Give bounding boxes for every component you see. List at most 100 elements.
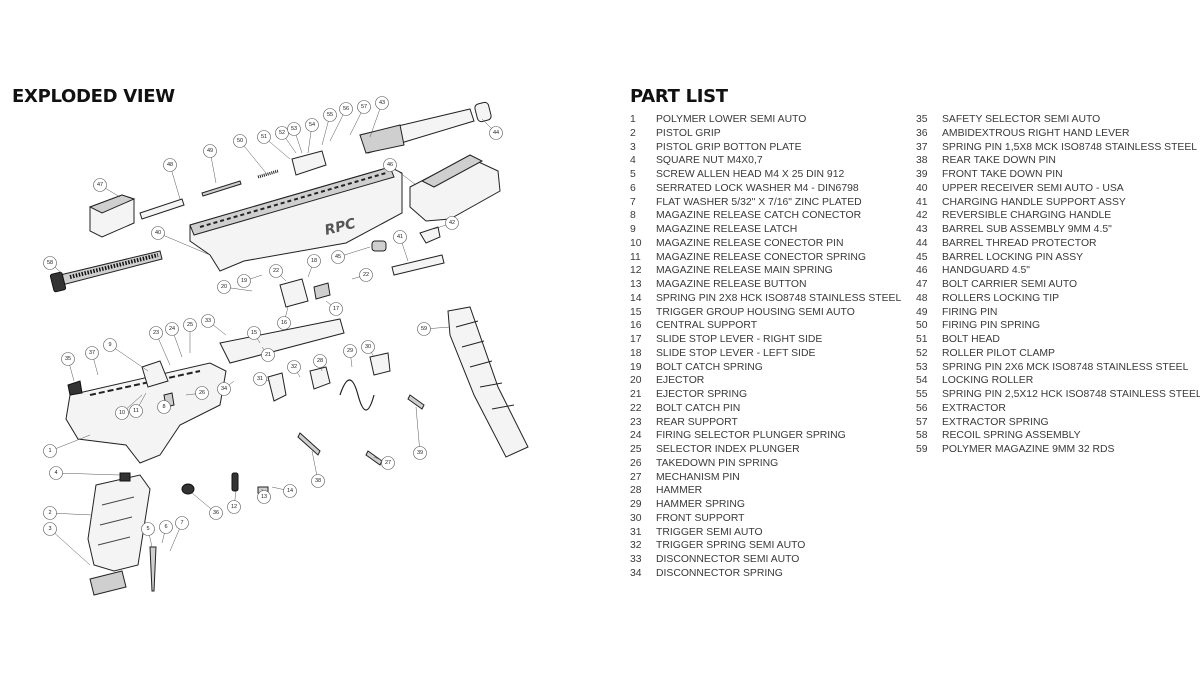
part-number: 33 xyxy=(630,554,642,565)
part-number: 53 xyxy=(916,361,928,373)
handguard-part xyxy=(409,154,501,222)
callout-12: 12 xyxy=(227,500,241,514)
callout-leader-line xyxy=(55,472,121,476)
callout-leader-line xyxy=(49,528,91,566)
part-number: 50 xyxy=(916,320,928,332)
callout-circle xyxy=(43,444,57,458)
part-name: SAFETY SELECTOR SEMI AUTO xyxy=(942,114,1101,125)
part-number: 25 xyxy=(630,444,642,455)
part-name: LOCKING ROLLER xyxy=(942,375,1034,387)
callout-33: 33 xyxy=(201,314,215,328)
callout-number: 17 xyxy=(333,306,339,312)
part-name: SPRING PIN 2,5X12 HCK ISO8748 STAINLESS … xyxy=(942,389,1200,400)
rear-takedown-pin-part xyxy=(297,432,321,456)
firing-pin-spring-part xyxy=(257,169,279,179)
callout-number: 26 xyxy=(199,390,205,396)
callout-circle xyxy=(253,372,267,386)
part-number: 9 xyxy=(630,224,636,235)
callout-circle xyxy=(203,144,217,158)
callout-circle xyxy=(261,348,275,362)
callout-number: 8 xyxy=(162,404,165,410)
callout-number: 28 xyxy=(317,358,323,364)
callout-56: 56 xyxy=(339,102,353,116)
callout-22: 22 xyxy=(269,264,283,278)
part-name: FIRING PIN xyxy=(942,306,998,318)
part-number: 49 xyxy=(916,306,928,318)
callout-14: 14 xyxy=(283,484,297,498)
part-number: 1 xyxy=(630,114,636,125)
part-name: PISTOL GRIP BOTTON PLATE xyxy=(656,141,802,153)
callout-number: 46 xyxy=(387,162,393,168)
callout-leader-line xyxy=(239,140,267,174)
callout-circle xyxy=(323,108,337,122)
part-number: 51 xyxy=(916,334,928,345)
callout-1: 1 xyxy=(43,444,57,458)
part-number: 36 xyxy=(916,127,928,139)
callout-52: 52 xyxy=(275,126,289,140)
part-number: 26 xyxy=(630,457,642,469)
callout-circle xyxy=(283,484,297,498)
part-number: 34 xyxy=(630,567,642,579)
callout-number: 21 xyxy=(265,352,271,358)
part-number: 16 xyxy=(630,320,642,332)
callout-8: 8 xyxy=(157,400,171,414)
exploded-view-title: EXPLODED VIEW xyxy=(12,86,175,107)
callout-number: 30 xyxy=(365,344,371,350)
part-name: EXTRACTOR xyxy=(942,402,1006,414)
trigger-housing-part xyxy=(219,318,345,364)
callout-47: 47 xyxy=(93,178,107,192)
callout-31: 31 xyxy=(253,372,267,386)
pistol-grip-part xyxy=(87,474,151,572)
callout-44: 44 xyxy=(489,126,503,140)
callout-circle xyxy=(217,382,231,396)
callout-circle xyxy=(417,322,431,336)
part-name: FIRING SELECTOR PLUNGER SPRING xyxy=(656,430,846,442)
part-name: TAKEDOWN PIN SPRING xyxy=(656,457,779,469)
part-name: AMBIDEXTROUS RIGHT HAND LEVER xyxy=(942,127,1130,139)
part-name: BARREL SUB ASSEMBLY 9MM 4.5" xyxy=(942,224,1112,235)
callout-58: 58 xyxy=(43,256,57,270)
callout-circle xyxy=(217,280,231,294)
part-number: 42 xyxy=(916,210,928,222)
callout-18: 18 xyxy=(307,254,321,268)
callout-number: 13 xyxy=(261,494,267,500)
callout-circle xyxy=(227,500,241,514)
callout-number: 20 xyxy=(221,284,227,290)
callout-circle xyxy=(85,346,99,360)
part-list-title: PART LIST xyxy=(630,86,728,107)
callout-circle xyxy=(287,360,301,374)
callout-number: 24 xyxy=(169,326,175,332)
callout-number: 37 xyxy=(89,350,95,356)
callout-number: 55 xyxy=(327,112,333,118)
callout-circle xyxy=(149,326,163,340)
callout-50: 50 xyxy=(233,134,247,148)
callout-number: 57 xyxy=(361,104,367,110)
part-name: REAR TAKE DOWN PIN xyxy=(942,155,1056,167)
callout-number: 54 xyxy=(309,122,315,128)
part-number: 37 xyxy=(916,141,928,153)
callout-circle xyxy=(115,406,129,420)
part-name: BARREL LOCKING PIN ASSY xyxy=(942,251,1084,263)
part-number: 38 xyxy=(916,155,928,167)
callout-circle xyxy=(49,466,63,480)
callout-leader-line xyxy=(49,434,91,452)
part-name: MAGAZINE RELEASE BUTTON xyxy=(656,279,807,290)
callout-circle xyxy=(43,256,57,270)
callout-number: 27 xyxy=(385,460,391,466)
part-number: 4 xyxy=(630,155,636,167)
callout-number: 48 xyxy=(167,162,173,168)
